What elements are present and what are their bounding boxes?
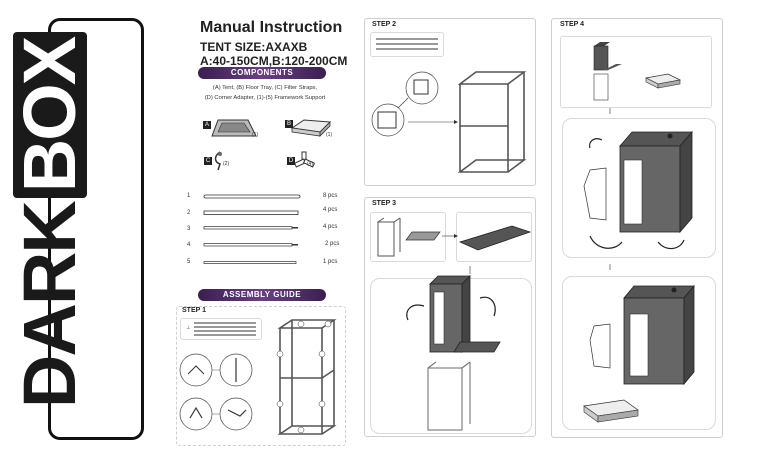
components-line-1: (A) Tent, (B) Floor Tray, (C) Filter Str…	[212, 85, 318, 91]
component-a-qty: (1)	[252, 132, 259, 138]
part-quantity: 2 pcs	[325, 241, 340, 247]
part-number: 5	[187, 259, 191, 265]
step-2-label: STEP 2	[372, 21, 396, 28]
step-2-frame-illustration	[371, 71, 527, 173]
component-b-qty: (1)	[326, 132, 333, 138]
component-c-strap-illustration	[214, 151, 222, 171]
component-a-label: A	[203, 121, 211, 129]
assembly-guide-banner: ASSEMBLY GUIDE	[198, 289, 326, 301]
tent-size-range: A:40-150CM,B:120-200CM	[200, 54, 348, 68]
part-quantity: 4 pcs	[323, 224, 338, 230]
step-1-detail-illustrations	[179, 353, 253, 431]
part-number: 2	[187, 210, 191, 216]
step-3-illustration	[377, 217, 532, 431]
component-a-tent-illustration	[211, 119, 257, 137]
page-title: Manual Instruction	[200, 19, 343, 36]
part-5-rod-illustration	[203, 261, 297, 264]
part-number: 3	[187, 226, 191, 232]
step-4-parts-card	[560, 36, 712, 108]
component-b-label: B	[285, 120, 293, 128]
part-2-rod-illustration	[203, 210, 299, 215]
part-3-rod-illustration	[203, 226, 298, 230]
step-1-rods-illustration: ⊥	[186, 322, 256, 336]
tent-size-line: TENT SIZE:AXAXB	[200, 40, 308, 54]
components-banner: COMPONENTS	[198, 67, 326, 79]
component-b-floor-tray-illustration	[290, 119, 332, 137]
component-d-qty: (4)	[307, 161, 314, 167]
component-d-corner-adapter-illustration	[293, 151, 316, 168]
component-c-label: C	[204, 157, 212, 165]
step-1-frame-illustration	[276, 319, 337, 435]
step-4-illustration	[583, 42, 695, 423]
part-quantity: 8 pcs	[323, 193, 338, 199]
step-3-label: STEP 3	[372, 200, 396, 207]
part-number: 4	[187, 242, 191, 248]
brand-logo: DARK BOX	[8, 31, 92, 408]
component-c-qty: (2)	[223, 161, 230, 167]
components-line-2: (D) Corner Adapter, (1)-(5) Framework Su…	[204, 95, 326, 101]
brand-word-box: BOX	[8, 31, 91, 199]
part-1-rod-illustration	[203, 194, 301, 199]
svg-text:⊥: ⊥	[186, 325, 190, 331]
component-d-label: D	[287, 157, 295, 165]
part-4-rod-illustration	[203, 243, 298, 247]
part-number: 1	[187, 193, 191, 199]
step-1-label: STEP 1	[182, 307, 206, 314]
step-2-rods-illustration	[376, 38, 438, 50]
step-4-label: STEP 4	[560, 21, 584, 28]
part-quantity: 4 pcs	[323, 207, 338, 213]
part-quantity: 1 pcs	[323, 259, 338, 265]
brand-word-dark: DARK	[8, 202, 91, 409]
